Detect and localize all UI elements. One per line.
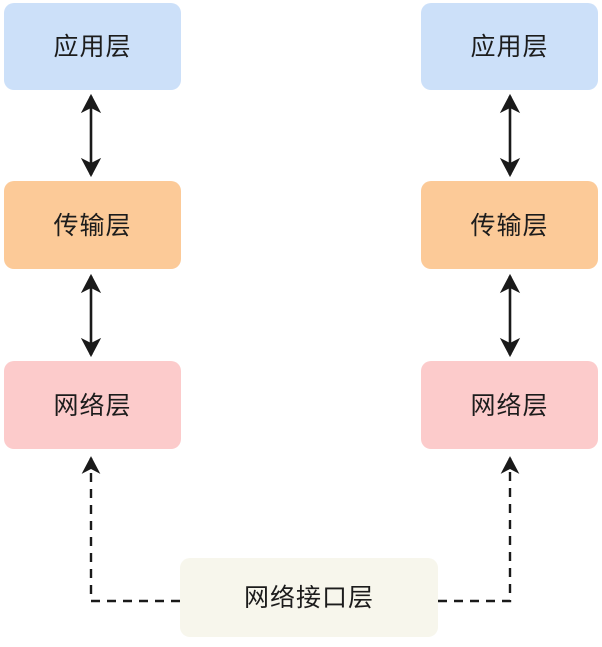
right-transport-layer-label: 传输层 <box>470 210 549 240</box>
left-network-layer-box[interactable]: 网络层 <box>4 361 181 449</box>
network-interface-layer-box[interactable]: 网络接口层 <box>180 558 438 637</box>
left-application-layer-label: 应用层 <box>53 32 132 61</box>
connector-right-network-interface <box>438 456 520 603</box>
left-application-layer-box[interactable]: 应用层 <box>4 3 181 90</box>
right-network-layer-label: 网络层 <box>470 390 549 420</box>
right-application-layer-box[interactable]: 应用层 <box>421 3 598 90</box>
left-transport-layer-label: 传输层 <box>53 210 132 240</box>
left-network-layer-label: 网络层 <box>53 390 132 420</box>
network-interface-layer-label: 网络接口层 <box>243 583 374 612</box>
connector-left-network-interface <box>81 456 180 603</box>
right-application-layer-label: 应用层 <box>470 32 549 61</box>
right-transport-layer-box[interactable]: 传输层 <box>421 181 598 269</box>
left-transport-layer-box[interactable]: 传输层 <box>4 181 181 269</box>
right-network-layer-box[interactable]: 网络层 <box>421 361 598 449</box>
